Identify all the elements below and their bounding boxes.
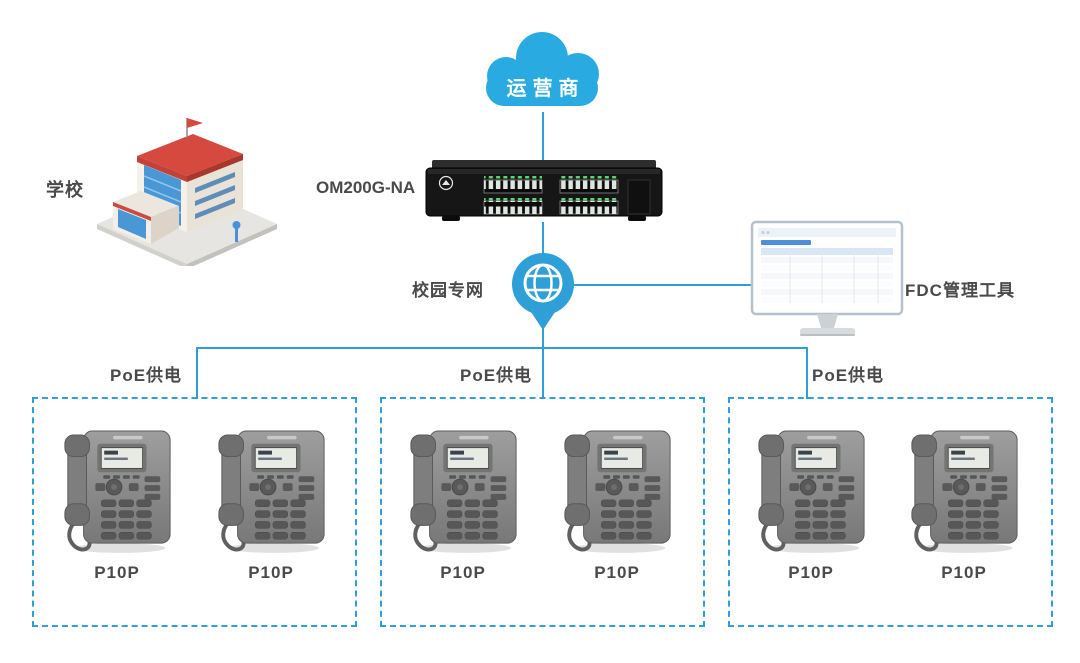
phone-model-label: P10P — [94, 563, 140, 582]
gateway-device-icon — [425, 160, 663, 221]
campus-network-label: 校园专网 — [412, 281, 484, 300]
phone-model-label: P10P — [788, 563, 834, 582]
school-label: 学校 — [46, 180, 84, 200]
poe-power-label: PoE供电 — [110, 366, 183, 385]
phone-model-label: P10P — [594, 563, 640, 582]
campus-network-globe-icon — [512, 253, 574, 330]
ip-phone-icon — [756, 429, 867, 555]
ip-phone-icon — [62, 429, 173, 555]
bus-line — [196, 347, 808, 349]
link-gateway-network — [542, 222, 544, 256]
management-tool-monitor-icon — [750, 220, 904, 336]
phone-model-label: P10P — [248, 563, 294, 582]
link-operator-gateway — [542, 112, 544, 160]
link-network-monitor — [572, 284, 752, 286]
ip-phone-icon — [562, 429, 673, 555]
phone-model-label: P10P — [440, 563, 486, 582]
management-tool-label: FDC管理工具 — [905, 281, 1015, 300]
poe-power-label: PoE供电 — [460, 366, 533, 385]
phone-group-box — [728, 397, 1053, 627]
bus-drop-center — [542, 347, 544, 399]
operator-cloud-label: 运营商 — [506, 78, 585, 100]
ip-phone-icon — [216, 429, 327, 555]
ip-phone-icon — [408, 429, 519, 555]
gateway-model-label: OM200G-NA — [316, 178, 416, 197]
phone-group-box — [32, 397, 357, 627]
phone-group-box — [380, 397, 705, 627]
operator-cloud-icon — [486, 32, 599, 106]
poe-power-label: PoE供电 — [812, 366, 885, 385]
ip-phone-icon — [909, 429, 1020, 555]
bus-drop-left — [196, 347, 198, 399]
link-network-bus — [542, 326, 544, 349]
school-building-illustration — [97, 118, 277, 266]
phone-model-label: P10P — [941, 563, 987, 582]
bus-drop-right — [806, 347, 808, 399]
